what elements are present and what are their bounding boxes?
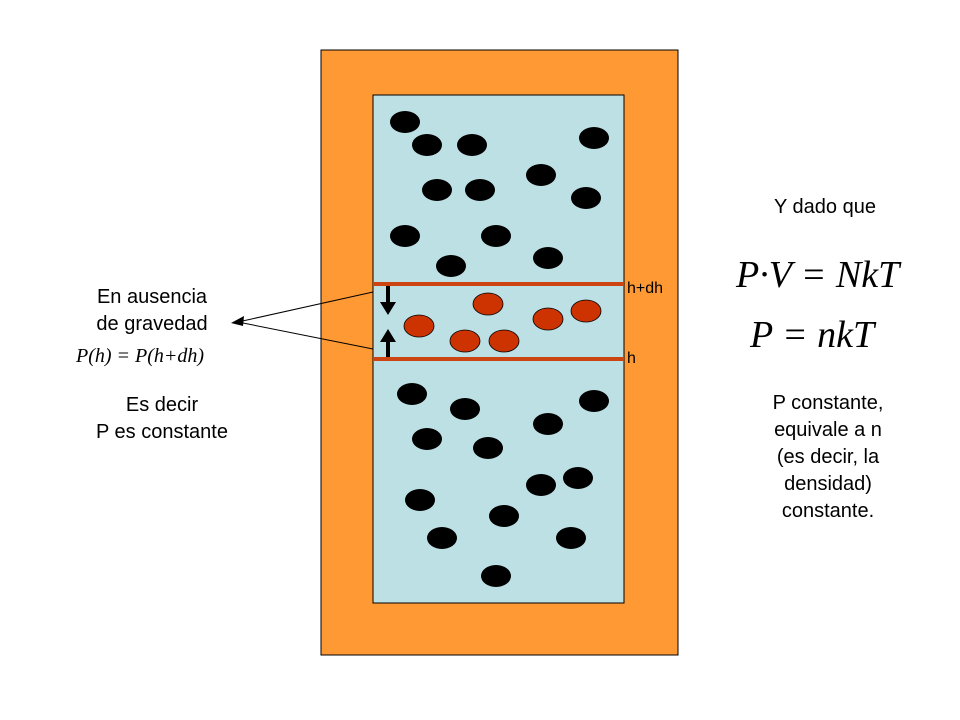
layer-particle [449,329,481,353]
up-arrow [380,329,396,357]
gas-particle [563,467,593,489]
gas-particle [533,247,563,269]
black-particles [390,111,609,587]
es-decir-text: Es decir P es constante [62,392,262,446]
conclusion-line: equivale a n [774,419,882,441]
gas-particle [571,187,601,209]
gas-particle [579,390,609,412]
gas-particle [556,527,586,549]
no-gravity-line2: de gravedad [96,313,208,335]
gas-particle [473,437,503,459]
gas-particle [533,413,563,435]
gas-particle [390,225,420,247]
gas-particle [422,179,452,201]
layer-particle [403,314,435,338]
conclusion-line: (es decir, la [776,446,880,468]
gas-particle [450,398,480,420]
gas-particle [579,127,609,149]
conclusion-line: constante. [781,500,875,522]
gas-particle [526,164,556,186]
formula-pv: P·V = NkT [736,254,900,296]
gas-particle [481,225,511,247]
gas-particle [397,383,427,405]
no-gravity-text: En ausencia de gravedad [62,284,242,338]
conclusion-line: P constante, [772,392,884,414]
conclusion-text: P constante, equivale a n (es decir, la … [730,390,926,525]
down-arrow [380,286,396,315]
es-decir-line1: Es decir [125,394,199,416]
label-h-dh: h+dh [627,280,664,297]
equality-formula: P(h) = P(h+dh) [76,345,205,367]
layer-particle [488,329,520,353]
layer-particle [532,307,564,331]
formula-pn: P = nkT [750,314,875,356]
gas-particle [526,474,556,496]
gas-particle [390,111,420,133]
gas-particle [427,527,457,549]
gas-particle [405,489,435,511]
conclusion-line: densidad) [784,473,872,495]
gas-particle [465,179,495,201]
label-h: h [627,350,636,367]
no-gravity-line1: En ausencia [96,286,208,308]
es-decir-line2: P es constante [96,421,228,443]
red-particles [403,292,602,353]
y-dado-que: Y dado que [774,196,876,218]
gas-particle [489,505,519,527]
layer-particle [570,299,602,323]
gas-particle [457,134,487,156]
gas-particle [412,134,442,156]
pointer-arrows [231,291,374,350]
layer-particle [472,292,504,316]
gas-particle [412,428,442,450]
gas-particle [481,565,511,587]
gas-particle [436,255,466,277]
